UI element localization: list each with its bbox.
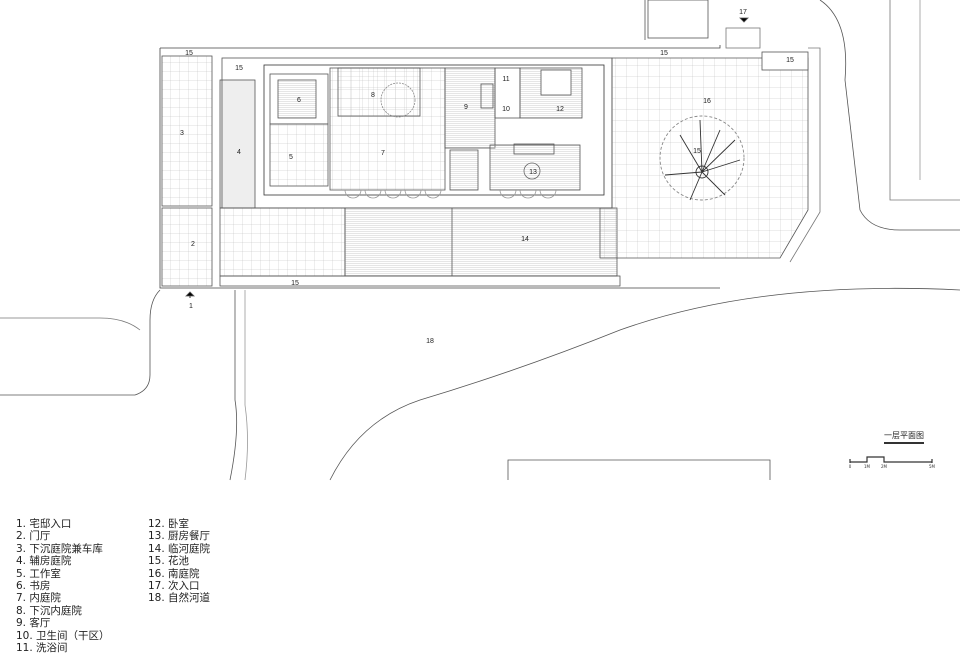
- label-11: 11: [502, 76, 509, 83]
- label-15: 15: [185, 50, 193, 57]
- label-17: 17: [739, 9, 747, 16]
- site-boundary: [159, 45, 721, 289]
- scale-tick: 2M: [881, 464, 888, 469]
- area-3: [161, 55, 213, 207]
- legend-column-1: 1. 宅邸入口 2. 门厅 3. 下沉庭院兼车库 4. 辅房庭院 5. 工作室 …: [16, 518, 110, 654]
- legend-item: 10. 卫生间（干区）: [16, 629, 110, 642]
- legend-item: 4. 辅房庭院: [16, 555, 72, 568]
- label-15: 15: [291, 280, 299, 287]
- legend-item: 9. 客厅: [16, 617, 51, 630]
- legend-item: 16. 南庭院: [148, 567, 200, 580]
- legend-item: 18. 自然河道: [148, 592, 211, 605]
- scale-tick: 0: [849, 464, 852, 469]
- scale-bar: [849, 456, 933, 463]
- label-15: 15: [660, 50, 668, 57]
- label-6: 6: [297, 97, 301, 104]
- legend-column-2: 12. 卧室 13. 厨房餐厅 14. 临河庭院 15. 花池 16. 南庭院 …: [148, 518, 210, 605]
- label-1: 1: [189, 303, 193, 310]
- planter-15-south: [219, 275, 621, 287]
- label-4: 4: [237, 149, 241, 156]
- room-8: [337, 67, 421, 117]
- area-14: [344, 207, 618, 277]
- drawing-title: 一层平面图: [884, 430, 924, 444]
- label-5: 5: [289, 154, 293, 161]
- legend-item: 2. 门厅: [16, 530, 51, 543]
- label-7: 7: [381, 150, 385, 157]
- room-labels: 1 2 3 4 5 6 7 8 9 10 11 12 13 14 15 15 1…: [180, 9, 794, 345]
- river-bank: [229, 290, 238, 481]
- legend-item: 14. 临河庭院: [148, 542, 211, 555]
- label-15: 15: [786, 57, 794, 64]
- legend-item: 8. 下沉内庭院: [16, 604, 82, 617]
- legend-item: 5. 工作室: [16, 567, 61, 580]
- label-14: 14: [521, 236, 529, 243]
- area-2: [161, 207, 213, 287]
- label-10: 10: [502, 106, 510, 113]
- room-5: [269, 123, 329, 187]
- scale-tick: 1M: [864, 464, 871, 469]
- legend-item: 3. 下沉庭院兼车库: [16, 542, 103, 555]
- label-2: 2: [191, 241, 195, 248]
- label-16: 16: [703, 98, 711, 105]
- legend-item: 7. 内庭院: [16, 592, 61, 605]
- scale-tick: 5M: [929, 464, 936, 469]
- planter-15-east: [761, 51, 809, 71]
- river-bank-2: [244, 290, 248, 481]
- river-edge-left: [0, 317, 141, 331]
- legend-item: 15. 花池: [148, 555, 190, 568]
- river-curve: [329, 287, 960, 481]
- legend-item: 1. 宅邸入口: [16, 518, 72, 530]
- label-9: 9: [464, 104, 468, 111]
- tree-icon: [659, 115, 745, 201]
- stairs: [449, 149, 479, 191]
- label-18: 18: [426, 338, 434, 345]
- site-curve-right: [819, 0, 960, 231]
- legend-item: 17. 次入口: [148, 580, 200, 593]
- label-8: 8: [371, 92, 375, 99]
- area-4: [219, 79, 256, 209]
- label-3: 3: [180, 130, 184, 137]
- label-12: 12: [556, 106, 564, 113]
- label-15: 15: [235, 65, 243, 72]
- area-16: [599, 57, 809, 259]
- legend-item: 11. 洗浴间: [16, 642, 68, 655]
- label-15: 15: [693, 148, 701, 155]
- legend-item: 13. 厨房餐厅: [148, 530, 211, 543]
- river-edge-upper: [0, 289, 161, 396]
- legend-item: 12. 卧室: [148, 518, 190, 530]
- label-13: 13: [529, 169, 537, 176]
- room-13: [489, 144, 581, 191]
- legend-item: 6. 书房: [16, 580, 51, 593]
